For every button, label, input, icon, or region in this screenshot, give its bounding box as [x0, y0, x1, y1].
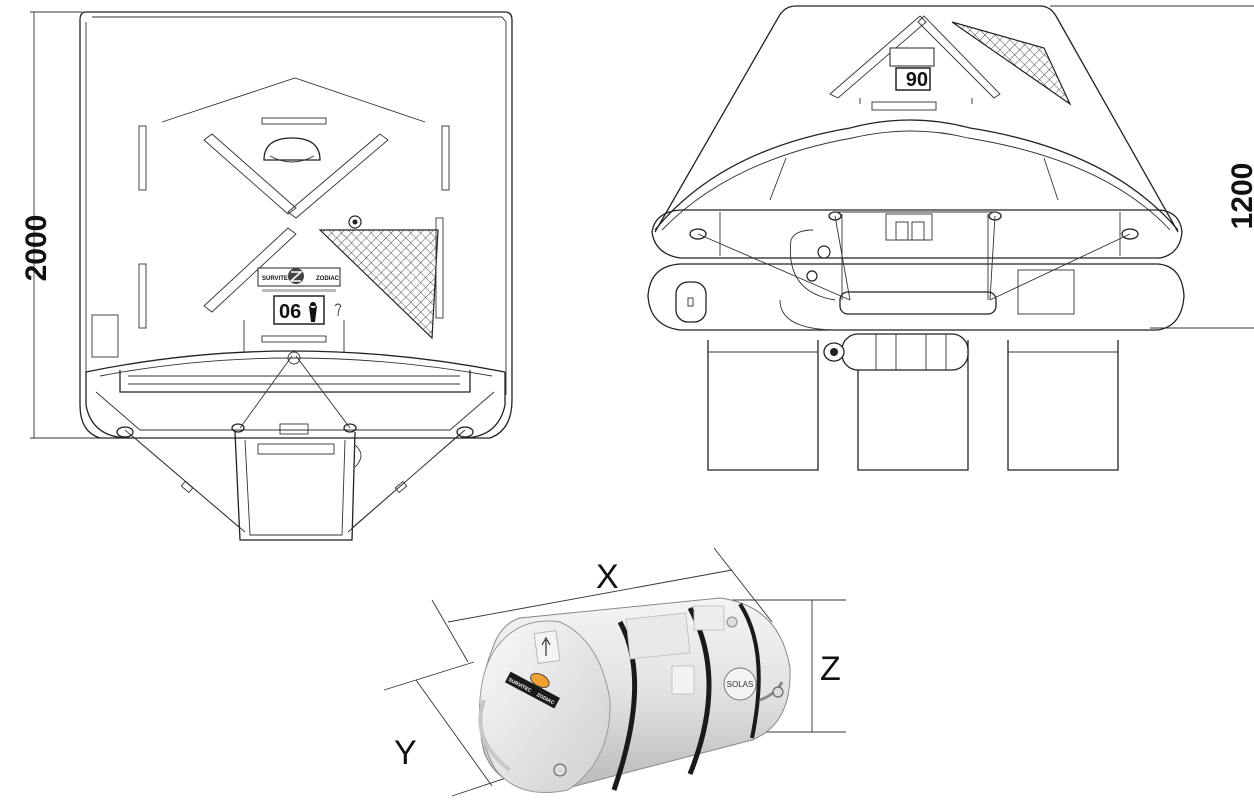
- upper-tube: [651, 209, 1183, 259]
- axis-y-label: Y: [394, 734, 417, 772]
- lanyard: [478, 699, 512, 772]
- side-pocket: [91, 314, 119, 358]
- brand-left-label: SURVITEC: [262, 276, 293, 282]
- height-dimension-label: 2000: [20, 215, 53, 282]
- gas-cylinder: [823, 333, 969, 371]
- side-storage-net: [951, 21, 1072, 106]
- person-icon: [309, 302, 317, 322]
- height-dimension: 2000: [20, 11, 110, 439]
- brand-right-label: ZODIAC: [316, 276, 340, 282]
- strap: [611, 620, 638, 791]
- side-view: 1200 06: [647, 5, 1254, 471]
- x-dimension: X: [431, 547, 773, 663]
- z-dimension: Z: [732, 599, 846, 733]
- brand-plate: SURVITEC ZODIAC: [257, 267, 341, 292]
- width-dimension: 1200: [1050, 5, 1254, 329]
- container-view: X Z Y SOLAS: [383, 547, 846, 797]
- strap: [738, 602, 761, 739]
- container-logo-icon: [530, 672, 550, 688]
- lower-tube: [647, 263, 1185, 331]
- width-dimension-label: 1200: [1226, 163, 1254, 230]
- up-arrow-icon: [541, 636, 551, 656]
- solas-badge: SOLAS: [723, 667, 757, 701]
- y-dimension: Y: [383, 661, 531, 797]
- capacity-plate: 06: [273, 295, 342, 325]
- canopy-outline: [79, 11, 513, 439]
- side-capacity-label: 06: [906, 67, 928, 89]
- solas-label: SOLAS: [727, 680, 754, 689]
- axis-x-label: X: [596, 558, 619, 596]
- container-end-cap: [479, 620, 611, 793]
- axis-z-label: Z: [820, 650, 841, 688]
- top-view: 2000 SURVITEC ZODIAC: [20, 11, 513, 541]
- side-canopy: [654, 5, 1179, 233]
- capacity-label: 06: [279, 301, 301, 323]
- canopy-light: [263, 137, 321, 161]
- storage-net: [318, 229, 439, 340]
- boarding-ramp: [234, 423, 362, 541]
